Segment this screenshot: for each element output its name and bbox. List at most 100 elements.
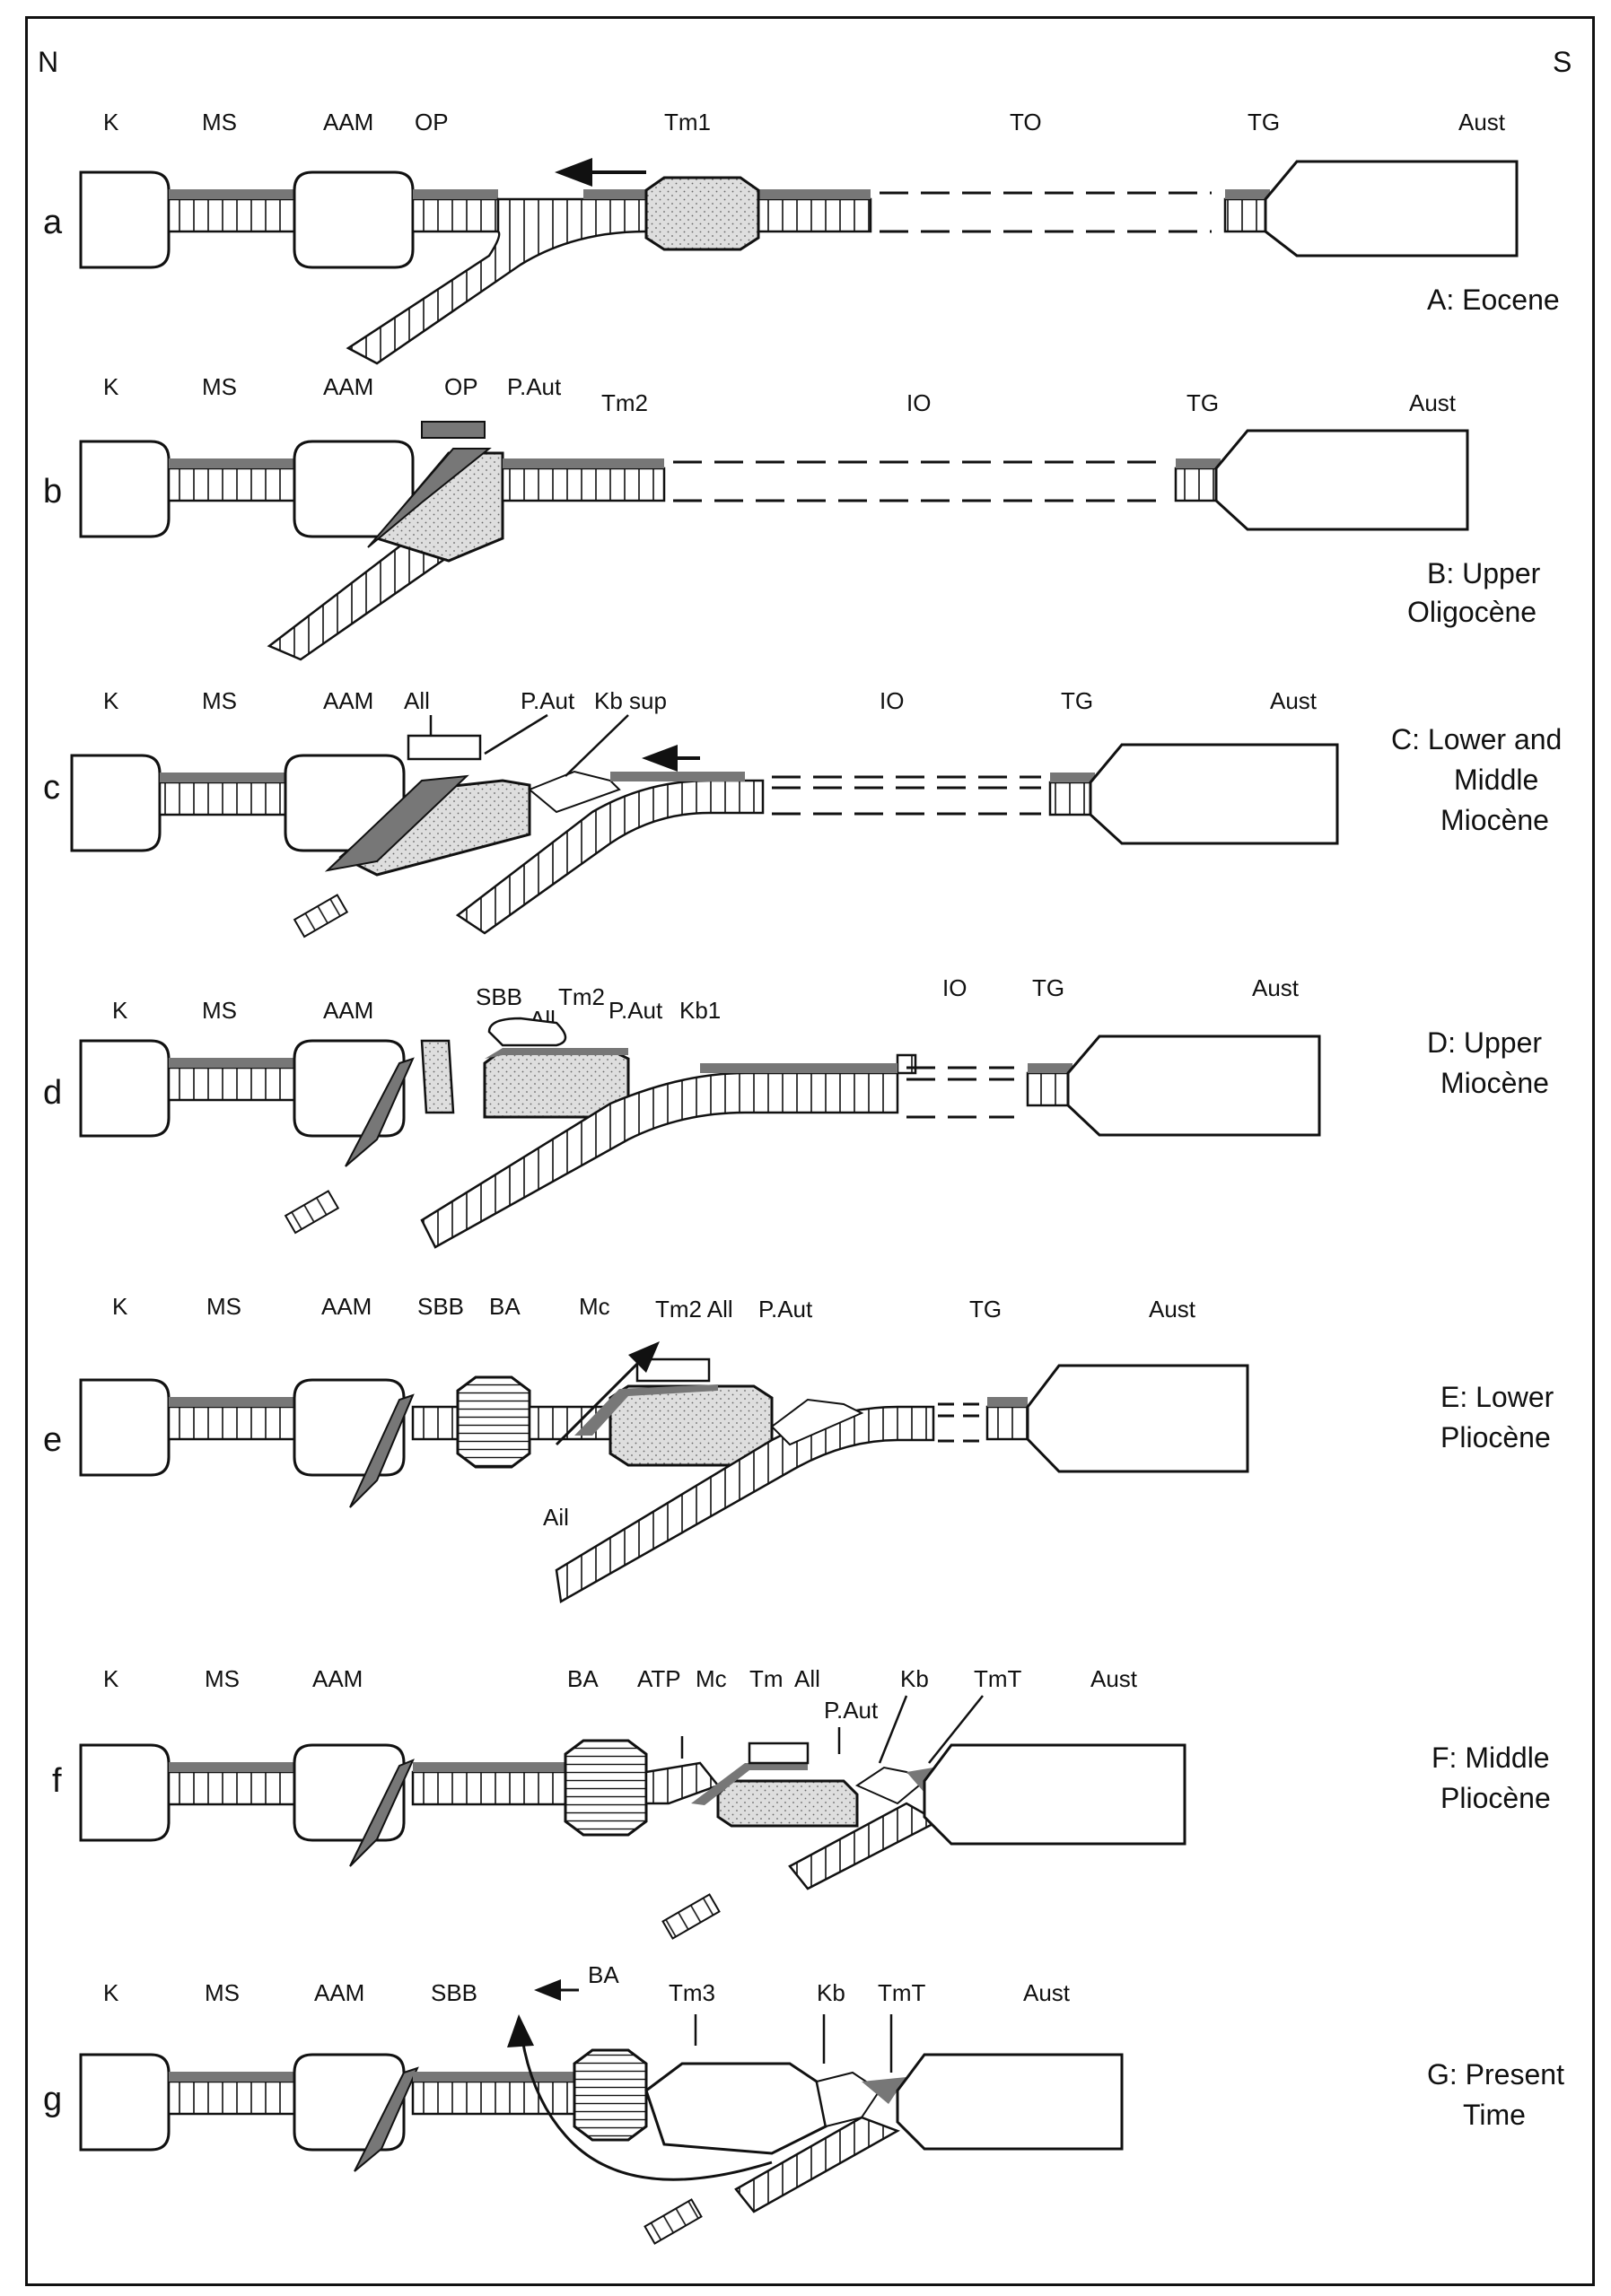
continental-block-k <box>79 1743 171 1842</box>
panel-b-label-k: K <box>103 373 119 400</box>
accretionary-wedge-kb <box>770 1398 864 1446</box>
terrane-tm2 <box>609 1384 774 1467</box>
migration-arrow-head <box>534 1979 561 2001</box>
subducting-slab <box>420 1053 917 1249</box>
oceanic-crust-aam <box>411 1770 572 1806</box>
panel-a-label-k: K <box>103 109 119 135</box>
panel-a-label-aust: Aust <box>1458 109 1506 135</box>
panel-e-letter: e <box>43 1421 62 1459</box>
continental-block-aust <box>1066 1035 1321 1137</box>
panel-c-era-line-1: C: Lower and <box>1391 723 1562 755</box>
panel-a-label-op: OP <box>415 109 449 135</box>
panel-c-era-line-2: Middle <box>1454 764 1538 796</box>
panel-g-label-k: K <box>103 1979 119 2006</box>
panel-d-label-ms: MS <box>202 997 237 1024</box>
basin-sbb <box>420 1039 455 1114</box>
oceanic-crust-tg <box>1223 197 1267 233</box>
continental-block-k <box>70 754 162 852</box>
subducting-slab <box>346 197 872 365</box>
panel-a-label-ms: MS <box>202 109 237 135</box>
panel-f-label-tmt: TmT <box>974 1665 1022 1692</box>
panel-d-label-k: K <box>112 997 128 1024</box>
panel-e-label-aust: Aust <box>1149 1296 1196 1323</box>
oceanic-crust-sbb <box>411 1405 460 1441</box>
oceanic-crust-ms <box>167 2080 296 2116</box>
panel-a: a K MS AAM OP Tm1 TO TG Aust A: Eocene <box>43 109 1560 365</box>
oceanic-crust-op <box>411 197 500 233</box>
continental-block-aam <box>293 170 415 269</box>
sediment-layer <box>503 458 664 468</box>
subducting-slab <box>455 779 765 935</box>
sediment-layer <box>169 189 294 199</box>
panel-c-label-ms: MS <box>202 687 237 714</box>
panel-f-label-aust: Aust <box>1090 1665 1138 1692</box>
extension-arrow-head <box>628 1341 660 1373</box>
continental-block-k <box>79 1378 171 1477</box>
panel-c: c K MS AAM All P.Aut Kb sup IO TG Aust C… <box>43 687 1562 938</box>
panel-c-label-all: All <box>404 687 430 714</box>
continental-block-k <box>79 2053 171 2152</box>
panel-c-label-tg: TG <box>1061 687 1093 714</box>
slab-fragment <box>284 1190 340 1235</box>
sediment-layer <box>169 1762 294 1772</box>
panel-d-label-io: IO <box>942 974 967 1001</box>
sediment-layer <box>160 773 285 782</box>
panel-d-label-aam: AAM <box>323 997 373 1024</box>
panel-g-label-tmt: TmT <box>878 1979 926 2006</box>
panel-b-era-line-1: B: Upper <box>1427 557 1541 589</box>
panel-b-label-tm2: Tm2 <box>601 389 648 416</box>
panel-b-label-ms: MS <box>202 373 237 400</box>
figure-frame <box>25 16 1595 2286</box>
panel-a-label-tg: TG <box>1248 109 1280 135</box>
panel-d-label-sbb: SBB <box>476 983 522 1010</box>
panel-f: f K MS AAM BA ATP Mc Tm All Kb TmT Aust … <box>52 1665 1551 1940</box>
panel-c-era-line-3: Miocène <box>1440 804 1549 836</box>
panel-g-label-aust: Aust <box>1023 1979 1071 2006</box>
oceanic-crust-ms <box>167 467 296 502</box>
sediment-layer <box>413 2072 574 2082</box>
panel-g-letter: g <box>43 2081 62 2118</box>
panel-c-letter: c <box>43 769 60 807</box>
panel-d-label-aust: Aust <box>1252 974 1300 1001</box>
terrane-tm <box>716 1779 859 1828</box>
panel-f-label-mc: Mc <box>696 1665 727 1692</box>
rollback-curve <box>519 2027 773 2181</box>
oceanic-crust-tg <box>1048 781 1092 816</box>
sediment-wedge <box>367 448 492 548</box>
panel-b-label-io: IO <box>906 389 931 416</box>
sediment-layer <box>169 1397 294 1407</box>
panel-g-label-tm3: Tm3 <box>669 1979 715 2006</box>
continental-block-aust <box>1264 160 1519 258</box>
panel-f-label-k: K <box>103 1665 119 1692</box>
oceanic-crust-ms <box>167 1770 296 1806</box>
panel-f-label-all: All <box>794 1665 820 1692</box>
panel-c-label-paut: P.Aut <box>521 687 575 714</box>
sediment-layer <box>169 458 294 468</box>
panel-d-era-line-1: D: Upper <box>1427 1026 1542 1059</box>
panel-c-label-io: IO <box>880 687 904 714</box>
panel-e-label-ail: Ail <box>543 1504 569 1531</box>
sediment-layer <box>987 1397 1028 1407</box>
north-label: N <box>38 46 58 78</box>
subducting-slab <box>734 2116 900 2213</box>
panel-g-label-kb: Kb <box>817 1979 845 2006</box>
panel-c-label-kbsup: Kb sup <box>594 687 667 714</box>
sediment-wedge <box>349 1759 415 1867</box>
panel-a-letter: a <box>43 204 63 241</box>
sediment-layer <box>413 1762 570 1772</box>
terrane-tm1 <box>644 176 760 251</box>
panel-a-label-aam: AAM <box>323 109 373 135</box>
trench-tmt <box>862 2077 906 2104</box>
panel-e-label-k: K <box>112 1293 128 1320</box>
panel-d-label-paut: P.Aut <box>609 997 663 1024</box>
panel-e-label-ms: MS <box>206 1293 241 1320</box>
panel-b-label-aam: AAM <box>323 373 373 400</box>
sediment-wedge <box>349 1393 415 1508</box>
panel-a-label-to: TO <box>1010 109 1042 135</box>
sediment-wedge <box>485 1048 628 1059</box>
slab-fragment <box>293 894 349 938</box>
oceanic-crust-tg <box>1174 467 1218 502</box>
south-label: S <box>1553 46 1572 78</box>
slab-fragment <box>661 1893 721 1940</box>
